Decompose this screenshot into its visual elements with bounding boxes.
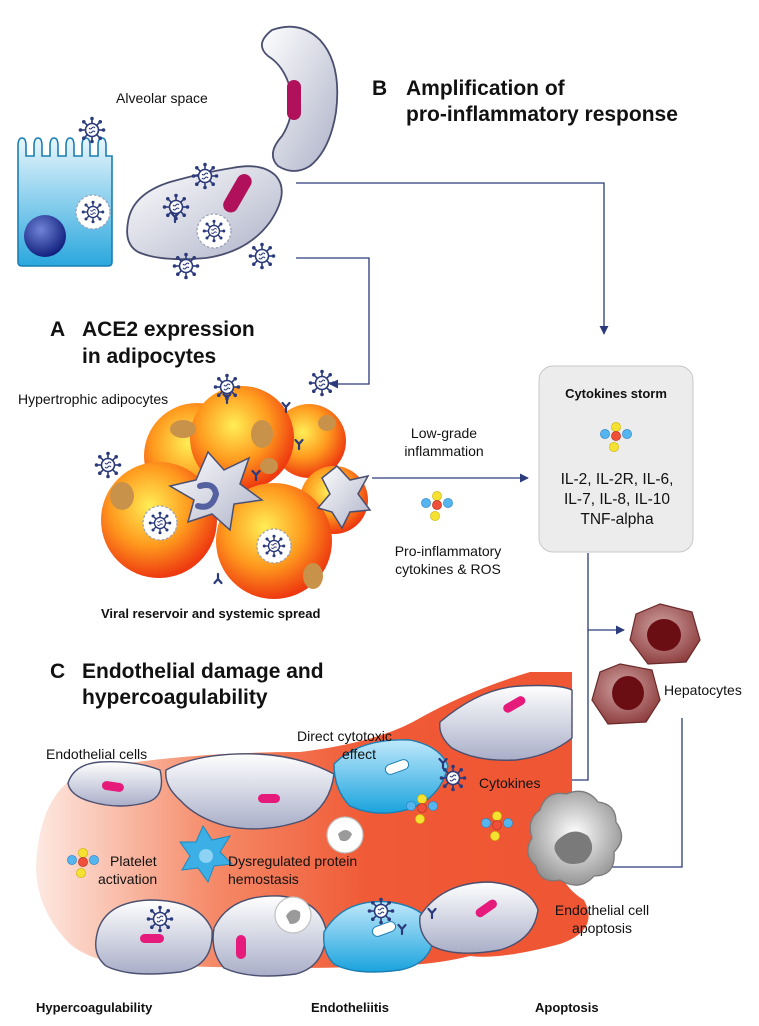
- apoptosis-cell-label-line1: Endothelial cell: [555, 902, 649, 918]
- section-c-title-line2: hypercoagulability: [82, 686, 268, 709]
- footer-apoptosis: Apoptosis: [535, 1000, 599, 1015]
- endothelial-cells-bottom: [95, 881, 539, 977]
- dysregulated-label-line1: Dysregulated protein: [228, 853, 357, 869]
- macrophage-nucleus: [195, 482, 220, 510]
- section-b-title-line1: Amplification of: [406, 77, 566, 100]
- proinflammatory-label-line1: Pro-inflammatory: [395, 543, 502, 559]
- alveolar-region: Alveolar space: [17, 25, 339, 281]
- section-a-title-line1: ACE2 expression: [82, 318, 255, 341]
- endothelial-nucleus: [371, 921, 397, 937]
- section-b-title: B Amplification of pro-inflammatory resp…: [372, 77, 678, 126]
- endothelial-nucleus: [258, 794, 280, 803]
- virus-icon: [77, 115, 107, 145]
- hepatocytes-label: Hepatocytes: [664, 682, 742, 698]
- cytokine-list-line2: IL-7, IL-8, IL-10: [564, 491, 670, 508]
- blood-vessel: [36, 672, 623, 977]
- alveolar-space-label: Alveolar space: [116, 90, 208, 106]
- section-b-letter: B: [372, 77, 387, 100]
- macrophage-bottom: [126, 165, 283, 261]
- low-grade-label-line1: Low-grade: [411, 425, 477, 441]
- activated-platelet: [179, 824, 234, 884]
- endothelial-nucleus: [503, 696, 526, 713]
- cytokine-storm-box: Cytokines storm IL-2, IL-2R, IL-6, IL-7,…: [538, 365, 694, 553]
- macrophage-top: [261, 25, 339, 172]
- footer-hypercoagulability: Hypercoagulability: [36, 1000, 153, 1015]
- adipocyte-nucleus: [260, 458, 278, 474]
- endothelial-nucleus: [101, 781, 124, 792]
- hepatocytes: Hepatocytes: [591, 603, 742, 725]
- virus-icon: [212, 372, 242, 402]
- arrow-to-adipocytes: [296, 257, 370, 389]
- cytokine-cluster-icon: [421, 491, 453, 521]
- section-b-title-line2: pro-inflammatory response: [406, 103, 678, 126]
- section-a-title: A ACE2 expression in adipocytes: [50, 318, 255, 368]
- virus-icon: [171, 251, 201, 281]
- cytokine-list-line3: TNF-alpha: [580, 511, 654, 528]
- virus-icon: [190, 161, 220, 191]
- hypertrophic-adipocytes-label: Hypertrophic adipocytes: [18, 391, 168, 407]
- adipocyte-nucleus: [318, 415, 336, 431]
- macrophage-star: [316, 464, 372, 530]
- cytokine-storm-title: Cytokines storm: [565, 386, 667, 401]
- endothelial-cells-label: Endothelial cells: [46, 746, 147, 762]
- endothelial-cell: [165, 753, 335, 830]
- direct-cytotoxic-label-line1: Direct cytotoxic: [297, 728, 392, 744]
- endothelial-nucleus: [475, 899, 497, 918]
- apoptotic-endothelial-cell: [527, 790, 623, 886]
- endothelial-nucleus: [384, 759, 410, 775]
- adipocyte-cluster: [101, 386, 372, 599]
- apoptosis-cell-label-line2: apoptosis: [572, 920, 632, 936]
- section-a-title-line2: in adipocytes: [82, 345, 216, 368]
- receptor-icon: [213, 572, 223, 585]
- viral-reservoir-label: Viral reservoir and systemic spread: [101, 606, 320, 621]
- platelet-label-line2: activation: [98, 871, 157, 887]
- macrophage-nucleus: [223, 174, 252, 213]
- platelet-label-line1: Platelet: [110, 853, 157, 869]
- hepatocyte-nucleus: [647, 619, 681, 651]
- adipocyte-nucleus: [170, 420, 196, 438]
- adipocyte-nucleus: [303, 563, 323, 589]
- hepatocyte-nucleus: [612, 676, 644, 710]
- arrow-to-cytokine-storm: [296, 182, 609, 335]
- dysregulated-label-line2: hemostasis: [228, 871, 299, 887]
- low-grade-label-line2: inflammation: [404, 443, 483, 459]
- adipocyte-nucleus: [110, 482, 134, 510]
- virus-icon: [247, 241, 277, 271]
- endothelial-nucleus: [140, 934, 164, 943]
- section-c-title-line1: Endothelial damage and: [82, 660, 324, 683]
- direct-cytotoxic-label-line2: effect: [342, 746, 376, 762]
- virus-icon: [307, 368, 337, 398]
- low-grade-inflammation: Low-grade inflammation Pro-inflammatory …: [395, 425, 502, 577]
- arrow-to-hepatocytes: [587, 553, 625, 635]
- endothelial-cell: [419, 881, 539, 954]
- section-c-title: C Endothelial damage and hypercoagulabil…: [50, 660, 324, 709]
- macrophage-nucleus: [287, 80, 301, 120]
- section-a-letter: A: [50, 318, 65, 341]
- virus-icon: [145, 904, 175, 934]
- adipocyte-nucleus: [251, 420, 273, 448]
- section-c-letter: C: [50, 660, 65, 683]
- footer-labels: Hypercoagulability Endotheliitis Apoptos…: [36, 1000, 599, 1015]
- virus-icon: [366, 896, 396, 926]
- proinflammatory-label-line2: cytokines & ROS: [395, 561, 501, 577]
- lumen-vesicles: [274, 816, 364, 934]
- epithelial-nucleus: [24, 215, 66, 257]
- virus-icon: [93, 450, 123, 480]
- endothelial-cell: [439, 684, 573, 761]
- epithelial-cell: [17, 137, 113, 267]
- endothelial-cells-top: [67, 684, 573, 830]
- cytokine-list-line1: IL-2, IL-2R, IL-6,: [561, 471, 674, 488]
- endothelial-nucleus: [236, 935, 246, 959]
- footer-endotheliitis: Endotheliitis: [311, 1000, 389, 1015]
- cytokines-label: Cytokines: [479, 775, 540, 791]
